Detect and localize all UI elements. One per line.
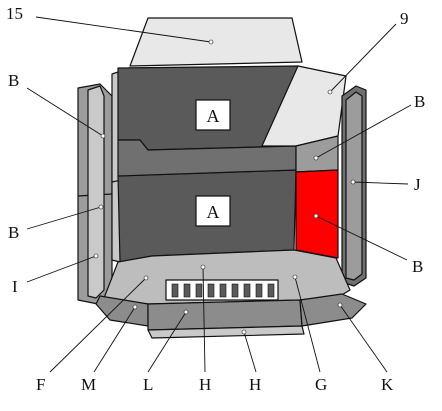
dot-g <box>292 274 298 280</box>
grate-bar <box>243 283 251 298</box>
grate-bar <box>231 283 239 298</box>
leader-f <box>49 277 147 373</box>
leader-h2 <box>243 331 257 373</box>
grate-bar <box>171 283 179 298</box>
grate-bars <box>171 283 275 298</box>
leader-15 <box>35 16 212 43</box>
leader-i <box>26 255 97 283</box>
dot-b-red <box>313 213 319 219</box>
leader-b-red <box>315 215 408 261</box>
dot-b-top-left <box>100 133 106 139</box>
leader-9 <box>329 23 397 93</box>
leader-b-top-right <box>315 104 412 159</box>
dot-i <box>93 253 99 259</box>
panel-badge-lower-box <box>195 195 231 227</box>
right-outer-panel-face <box>345 91 363 281</box>
grate-bar <box>207 283 215 298</box>
callout-b-mid-left: B <box>8 223 19 242</box>
front-trim-right <box>299 293 367 327</box>
front-trim-ledge <box>147 325 305 339</box>
leader-j <box>352 181 409 185</box>
dot-b-top-right <box>313 155 319 161</box>
left-outer-panel-face <box>87 85 105 299</box>
panel-badge-upper: A <box>207 106 220 126</box>
dot-j <box>350 179 356 185</box>
callout-b-top-right: B <box>414 92 425 111</box>
leader-b-top-left <box>26 87 104 137</box>
grate-bar <box>255 283 263 298</box>
top-baffle-plate <box>129 17 303 67</box>
callout-l: L <box>143 375 153 394</box>
callout-h2: H <box>249 375 261 394</box>
callout-m: M <box>81 375 96 394</box>
dot-b-mid-left <box>98 204 104 210</box>
callout-15: 15 <box>6 4 23 23</box>
callout-b-top-left: B <box>8 71 19 90</box>
panel-badge-lower: A <box>207 202 220 222</box>
callout-i: I <box>12 277 18 296</box>
dot-h1 <box>200 264 206 270</box>
leader-m <box>93 306 136 373</box>
leader-h1 <box>202 266 206 373</box>
leader-b-mid-left <box>26 206 102 230</box>
callout-f: F <box>36 375 45 394</box>
panel-badge-upper-box <box>195 99 231 131</box>
leader-k <box>339 304 388 373</box>
callout-k: K <box>381 375 394 394</box>
grate-bar <box>267 283 275 298</box>
callout-9: 9 <box>400 9 409 28</box>
callout-j: J <box>414 175 421 194</box>
grate-bar <box>195 283 203 298</box>
callout-g: G <box>315 375 327 394</box>
callout-h1: H <box>199 375 211 394</box>
front-trim-center <box>147 299 303 331</box>
dot-f <box>143 275 149 281</box>
dot-m <box>132 304 138 310</box>
grate-bar <box>219 283 227 298</box>
grate-bar <box>183 283 191 298</box>
dot-15 <box>208 39 214 45</box>
dot-l <box>183 309 189 315</box>
front-trim-left <box>95 295 149 327</box>
dot-h2 <box>241 329 247 335</box>
leader-l <box>147 311 187 373</box>
leader-g <box>294 276 321 373</box>
dot-9 <box>327 89 333 95</box>
callout-b-red: B <box>412 257 423 276</box>
dot-k <box>337 302 343 308</box>
